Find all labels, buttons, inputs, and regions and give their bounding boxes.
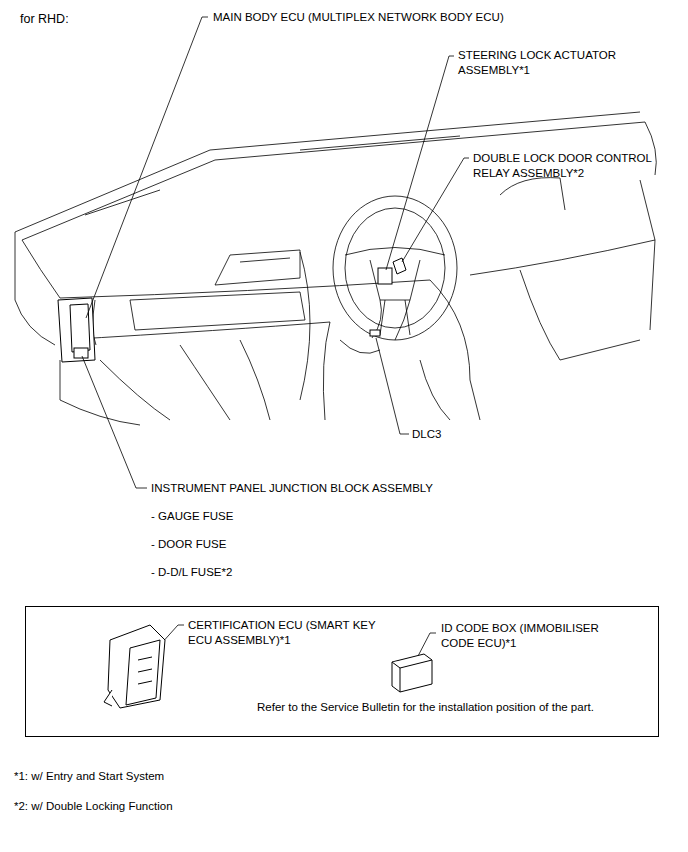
- part-name: DOUBLE LOCK DOOR CONTROL RELAY ASSEMBLY*…: [473, 151, 678, 181]
- id-code-box-icon: [392, 654, 432, 692]
- fuse-name: - GAUGE FUSE: [151, 509, 233, 524]
- certification-ecu-icon: [104, 625, 165, 708]
- leader-lines: [82, 17, 469, 658]
- fuse-name: - DOOR FUSE: [151, 537, 226, 552]
- component-parts: [58, 258, 406, 362]
- note-text: Refer to the Service Bulletin for the in…: [257, 700, 594, 715]
- fuse-name: - D-D/L FUSE*2: [151, 565, 232, 580]
- part-name: ID CODE BOX (IMMOBILISER CODE ECU)*1: [441, 621, 621, 651]
- part-name: CERTIFICATION ECU (SMART KEY ECU ASSEMBL…: [188, 618, 398, 648]
- note-panel: CERTIFICATION ECU (SMART KEY ECU ASSEMBL…: [25, 606, 659, 737]
- variant-heading: for RHD:: [20, 12, 69, 27]
- part-name: MAIN BODY ECU (MULTIPLEX NETWORK BODY EC…: [213, 10, 504, 25]
- footnote: *1: w/ Entry and Start System: [14, 769, 164, 784]
- part-name: DLC3: [412, 427, 441, 442]
- footnote: *2: w/ Double Locking Function: [14, 799, 173, 814]
- part-name: STEERING LOCK ACTUATOR ASSEMBLY*1: [458, 48, 648, 78]
- part-name: INSTRUMENT PANEL JUNCTION BLOCK ASSEMBLY: [151, 481, 433, 496]
